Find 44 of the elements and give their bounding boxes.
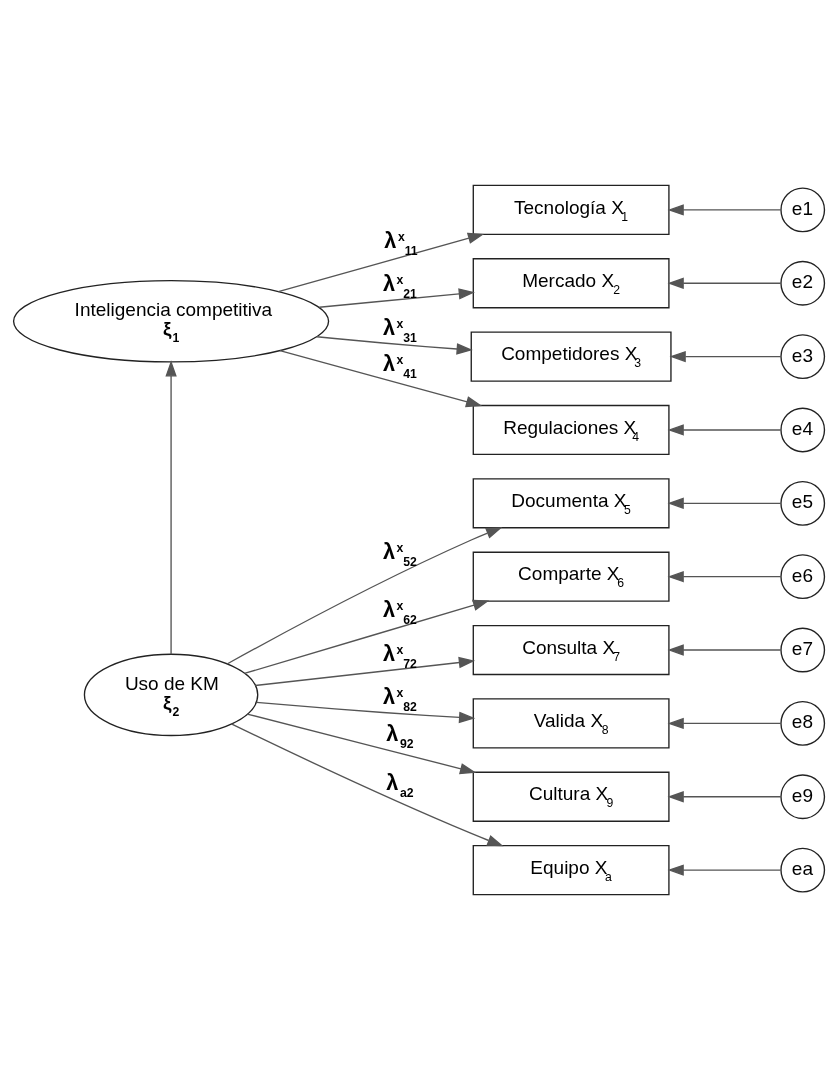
node-box: Cultura X$_{9}$ bbox=[472, 771, 670, 822]
node-circle: e5 bbox=[780, 480, 826, 526]
arrow bbox=[254, 656, 476, 687]
arrow bbox=[318, 288, 475, 308]
node-box: Regulaciones X$_{4}$ bbox=[472, 404, 670, 456]
arrow bbox=[246, 713, 477, 775]
arrow bbox=[667, 424, 782, 436]
arrow bbox=[255, 701, 476, 724]
node-box: Consulta X$_{7}$ bbox=[472, 624, 670, 676]
arrow bbox=[279, 350, 483, 408]
node-circle: e1 bbox=[780, 187, 826, 233]
node-ellipse: Uso de KM ξ$_{2}$ bbox=[83, 653, 259, 737]
node-box: Valida X$_{8}$ bbox=[472, 698, 670, 749]
node-box: Comparte X$_{6}$ bbox=[472, 551, 670, 602]
arrow bbox=[667, 717, 782, 730]
node-circle: e4 bbox=[780, 407, 826, 453]
node-circle: ea bbox=[780, 847, 826, 893]
node-circle: e7 bbox=[780, 627, 826, 673]
arrow bbox=[243, 599, 490, 675]
arrow bbox=[277, 232, 485, 293]
node-circle: e2 bbox=[780, 260, 826, 306]
arrow bbox=[669, 350, 782, 363]
node-circle: e8 bbox=[780, 701, 826, 746]
edge-label: λ$_{a2}$ bbox=[386, 769, 414, 800]
arrow bbox=[667, 570, 782, 583]
node-box: Mercado X$_{2}$ bbox=[472, 258, 670, 309]
arrow bbox=[667, 791, 782, 803]
arrow bbox=[667, 277, 782, 289]
arrow bbox=[226, 527, 503, 665]
arrow bbox=[230, 723, 504, 847]
node-box: Tecnología X$_{1}$ bbox=[472, 184, 670, 235]
node-box: Documenta X$_{5}$ bbox=[472, 478, 670, 529]
arrow bbox=[667, 644, 782, 656]
arrow bbox=[316, 336, 473, 355]
arrow bbox=[165, 360, 177, 656]
arrow bbox=[667, 497, 782, 510]
node-ellipse: Inteligencia competitiva ξ$_{1}$ bbox=[12, 280, 330, 363]
arrow bbox=[667, 864, 782, 876]
node-circle: e9 bbox=[780, 774, 826, 820]
node-circle: e3 bbox=[780, 334, 826, 379]
edge-label: λ$_{92}$ bbox=[386, 720, 414, 751]
arrow bbox=[667, 204, 782, 216]
node-circle: e6 bbox=[780, 554, 826, 600]
node-box: Equipo X$_{a}$ bbox=[472, 845, 670, 896]
